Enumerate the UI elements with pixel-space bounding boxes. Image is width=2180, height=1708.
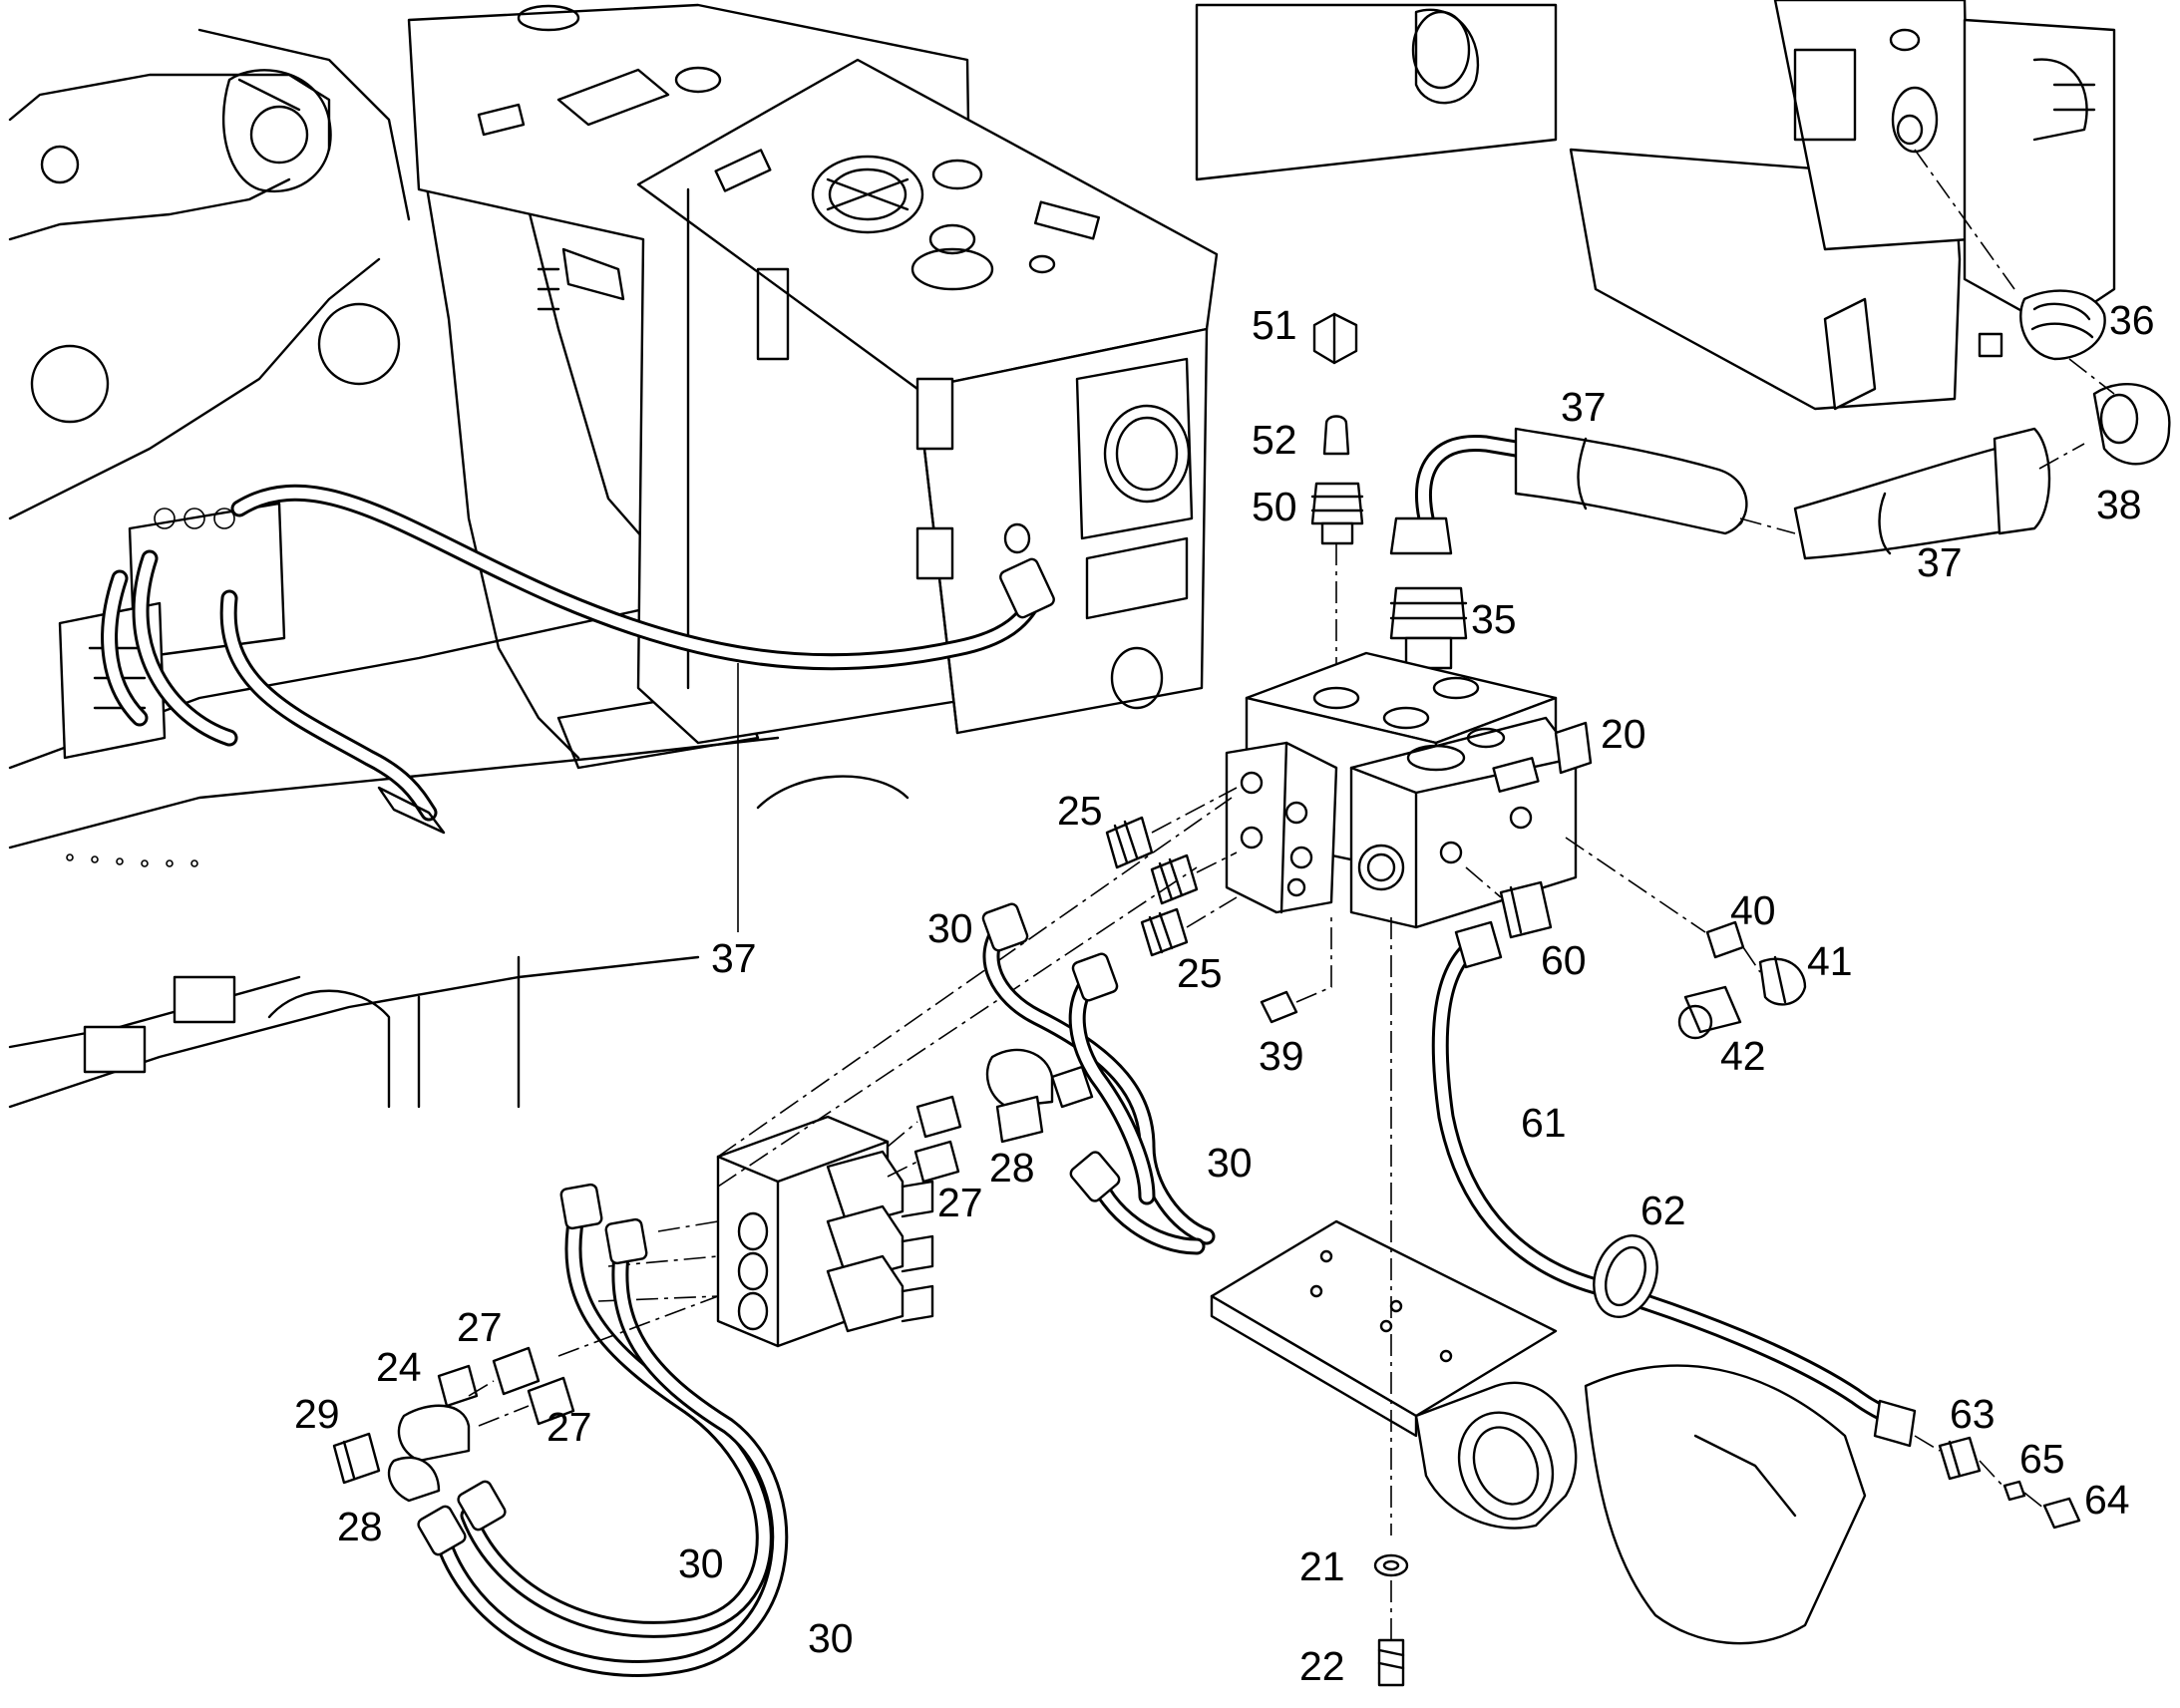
clamp-62 xyxy=(1593,1234,1658,1318)
callout-25-top: 25 xyxy=(1057,788,1103,834)
callout-35: 35 xyxy=(1471,596,1517,642)
callout-27-upper: 27 xyxy=(937,1180,983,1225)
callout-39: 39 xyxy=(1259,1033,1304,1079)
callout-42: 42 xyxy=(1720,1033,1766,1079)
hoses-30-lower xyxy=(417,1183,789,1677)
fittings-25 xyxy=(1105,787,1238,957)
callout-38: 38 xyxy=(2096,482,2142,527)
fitting-stack xyxy=(1310,312,1364,698)
callout-29: 29 xyxy=(294,1391,340,1437)
callout-37-left: 37 xyxy=(711,935,757,981)
hose-37-long xyxy=(101,484,1055,835)
fittings-lower-left xyxy=(332,1295,719,1503)
callout-40: 40 xyxy=(1730,887,1776,933)
callout-51: 51 xyxy=(1252,302,1297,348)
valve-block-20 xyxy=(1225,651,1593,929)
callout-50: 50 xyxy=(1252,484,1297,529)
callout-30-upper-left: 30 xyxy=(927,905,973,951)
callout-62: 62 xyxy=(1640,1188,1686,1233)
fittings-40-41-42 xyxy=(1565,837,1807,1040)
callout-52: 52 xyxy=(1252,417,1297,463)
hose-37-right xyxy=(1389,427,2085,560)
callout-65: 65 xyxy=(2019,1436,2065,1482)
callout-28-lower: 28 xyxy=(337,1504,383,1549)
main-housing xyxy=(407,3,1219,745)
fitting-60 xyxy=(1465,866,1553,939)
washer-bolt-21-22 xyxy=(1373,1553,1409,1687)
callout-64: 64 xyxy=(2084,1477,2130,1523)
callout-36: 36 xyxy=(2109,297,2155,343)
plug-39 xyxy=(1260,912,1332,1024)
callout-27-lower-top: 27 xyxy=(457,1304,503,1350)
callout-41: 41 xyxy=(1807,938,1853,984)
callout-25-bottom: 25 xyxy=(1177,950,1223,996)
callout-21: 21 xyxy=(1299,1543,1345,1589)
callout-61: 61 xyxy=(1521,1100,1567,1146)
callout-37-top: 37 xyxy=(1561,384,1607,430)
callout-labels: 51 52 50 37 37 37 36 38 35 20 25 25 30 3… xyxy=(294,297,2155,1689)
hose-61 xyxy=(1431,920,1917,1448)
callout-30-upper-right: 30 xyxy=(1207,1140,1253,1186)
callout-60: 60 xyxy=(1541,937,1587,983)
fittings-27-28-upper xyxy=(887,1048,1094,1184)
callout-28-upper: 28 xyxy=(989,1145,1035,1191)
hoses-30-upper xyxy=(981,902,1216,1255)
callout-30-lower-mid: 30 xyxy=(678,1540,724,1586)
machine-frame xyxy=(8,28,1199,1109)
callout-24: 24 xyxy=(376,1344,422,1390)
callout-30-lower: 30 xyxy=(808,1615,854,1661)
callout-37-right: 37 xyxy=(1917,539,1963,585)
mounting-bracket xyxy=(1210,917,1867,1645)
callout-22: 22 xyxy=(1299,1643,1345,1689)
left-valve-cluster xyxy=(58,502,286,760)
lower-manifold xyxy=(597,797,1233,1348)
callout-20: 20 xyxy=(1601,711,1646,757)
fittings-36-38 xyxy=(1978,289,2171,466)
solenoid-coils xyxy=(826,1150,934,1333)
callout-27-lower-bottom: 27 xyxy=(546,1404,592,1450)
callout-63: 63 xyxy=(1950,1391,1996,1437)
right-housing xyxy=(1195,0,2116,411)
fittings-63-65-64 xyxy=(1914,1435,2081,1530)
